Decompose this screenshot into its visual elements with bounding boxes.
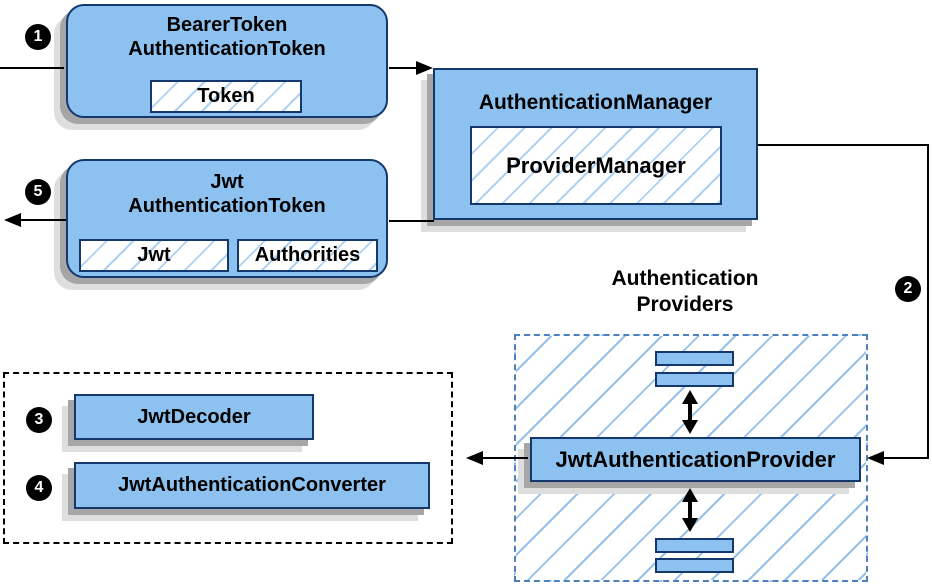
authentication-providers-label-line1: Authentication — [611, 267, 759, 290]
jwt-token-node-title: Jwt AuthenticationToken — [68, 170, 386, 218]
bearer-token-title-line2: AuthenticationToken — [128, 38, 326, 60]
jwt-decoder-node: JwtDecoder — [74, 394, 314, 440]
provider-placeholder-bar — [655, 538, 734, 553]
jwt-authentication-converter-node: JwtAuthenticationConverter — [74, 462, 430, 509]
authentication-providers-label-line2: Providers — [636, 293, 734, 316]
step-marker-2: 2 — [895, 276, 921, 302]
bearer-token-title-line1: BearerToken — [166, 14, 288, 36]
step-marker-4: 4 — [26, 475, 52, 501]
jwt-decoder-group: JwtDecoder JwtAuthenticationConverter — [3, 372, 453, 544]
authentication-providers-container: JwtAuthenticationProvider — [514, 334, 868, 582]
jwt-token-title-line1: Jwt — [210, 171, 244, 193]
provider-placeholder-bar — [655, 558, 734, 573]
authorities-chip: Authorities — [237, 239, 378, 272]
authentication-manager-title: AuthenticationManager — [478, 91, 713, 114]
jwt-chip: Jwt — [79, 239, 229, 272]
jwt-authentication-token-node: Jwt AuthenticationToken Jwt Authorities — [66, 159, 388, 278]
authentication-providers-label: Authentication Providers — [560, 266, 810, 318]
jwt-token-title-line2: AuthenticationToken — [128, 195, 326, 217]
step-marker-5: 5 — [25, 179, 51, 205]
provider-placeholder-bar — [655, 372, 734, 387]
jwt-authentication-provider-node: JwtAuthenticationProvider — [530, 437, 861, 482]
step-marker-1: 1 — [25, 24, 51, 50]
step-marker-3: 3 — [26, 407, 52, 433]
response-out-arrow — [4, 213, 66, 227]
bearer-to-manager-arrow — [389, 61, 433, 75]
token-chip: Token — [150, 80, 302, 113]
authentication-manager-node: AuthenticationManager ProviderManager — [433, 68, 758, 220]
provider-manager-chip: ProviderManager — [470, 126, 722, 205]
bearer-token-node-title: BearerToken AuthenticationToken — [68, 13, 386, 61]
bearer-token-authentication-token-node: BearerToken AuthenticationToken Token — [66, 4, 388, 118]
provider-placeholder-bar — [655, 351, 734, 366]
